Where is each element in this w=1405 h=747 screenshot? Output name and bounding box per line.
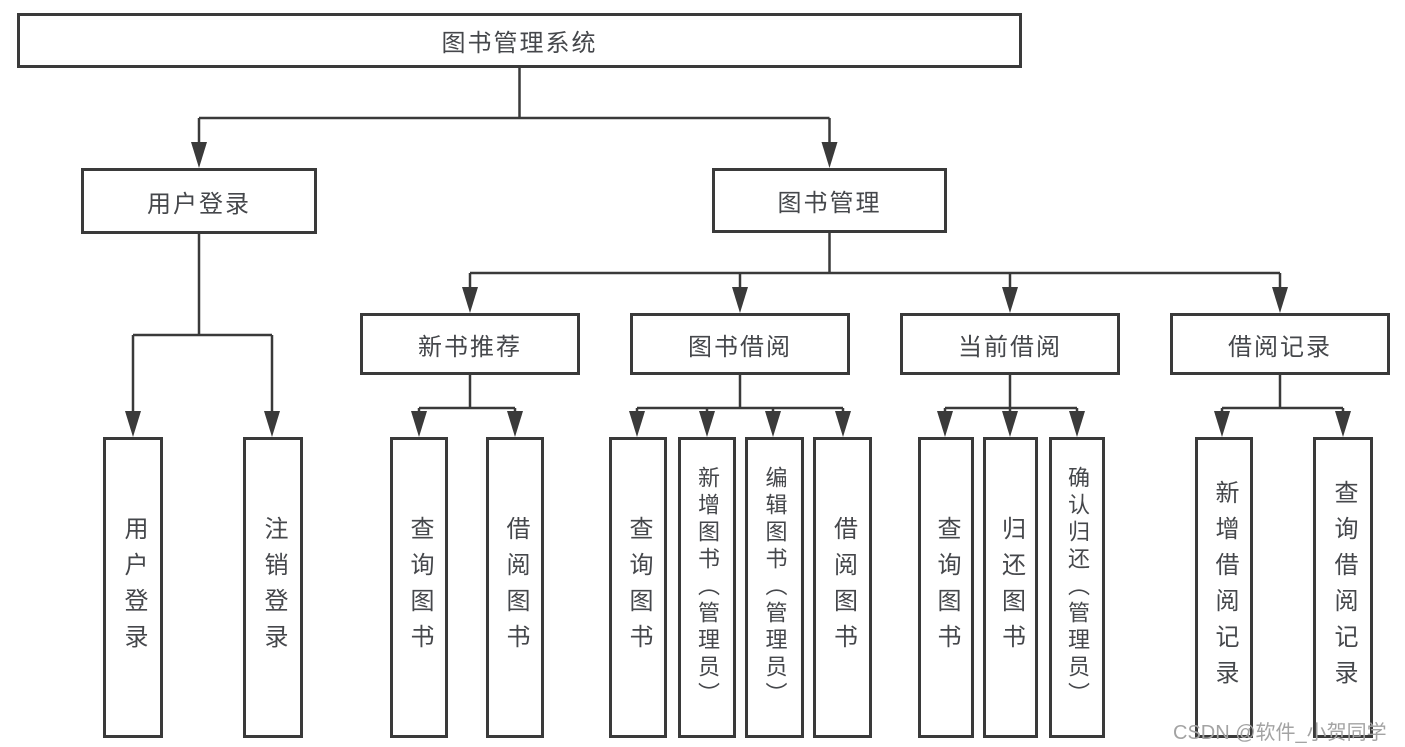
leaf-add-borrow-record: 新增借阅记录	[1195, 437, 1253, 738]
node-library-management-system: 图书管理系统	[17, 13, 1022, 68]
leaf-logout: 注销登录	[243, 437, 303, 738]
arrowhead-icon	[1335, 411, 1351, 437]
arrowhead-icon	[821, 142, 838, 168]
arrowhead-icon	[462, 287, 478, 313]
arrowhead-icon	[1002, 411, 1018, 437]
watermark: CSDN @软件_小贺同学	[1173, 722, 1387, 744]
arrowhead-icon	[1272, 287, 1288, 313]
leaf-edit-books-admin: 编辑图书（管理员）	[745, 437, 804, 738]
arrowhead-icon	[507, 411, 523, 437]
node-book-management: 图书管理	[712, 168, 947, 233]
leaf-borrow-books: 借阅图书	[813, 437, 872, 738]
arrowhead-icon	[765, 411, 781, 437]
arrowhead-icon	[1069, 411, 1085, 437]
leaf-query-books-recommend: 查询图书	[390, 437, 448, 738]
arrowhead-icon	[629, 411, 645, 437]
leaf-query-borrow-record: 查询借阅记录	[1313, 437, 1373, 738]
arrowhead-icon	[732, 287, 748, 313]
node-borrowing-records: 借阅记录	[1170, 313, 1390, 375]
node-user-login: 用户登录	[81, 168, 317, 234]
arrowhead-icon	[1214, 411, 1230, 437]
arrowhead-icon	[937, 411, 953, 437]
node-new-book-recommend: 新书推荐	[360, 313, 580, 375]
arrowhead-icon	[125, 411, 141, 437]
node-current-borrowing: 当前借阅	[900, 313, 1120, 375]
arrowhead-icon	[191, 142, 207, 168]
arrowhead-icon	[699, 411, 715, 437]
arrowhead-icon	[411, 411, 427, 437]
leaf-borrow-books-recommend: 借阅图书	[486, 437, 544, 738]
arrowhead-icon	[264, 411, 280, 437]
leaf-user-login: 用户登录	[103, 437, 163, 738]
arrowhead-icon	[1002, 287, 1018, 313]
leaf-query-books-current: 查询图书	[918, 437, 974, 738]
leaf-query-books-borrowing: 查询图书	[609, 437, 667, 738]
leaf-add-books-admin: 新增图书（管理员）	[678, 437, 736, 738]
leaf-return-books: 归还图书	[983, 437, 1038, 738]
node-book-borrowing: 图书借阅	[630, 313, 850, 375]
leaf-confirm-return-admin: 确认归还（管理员）	[1049, 437, 1105, 738]
arrowhead-icon	[835, 411, 851, 437]
